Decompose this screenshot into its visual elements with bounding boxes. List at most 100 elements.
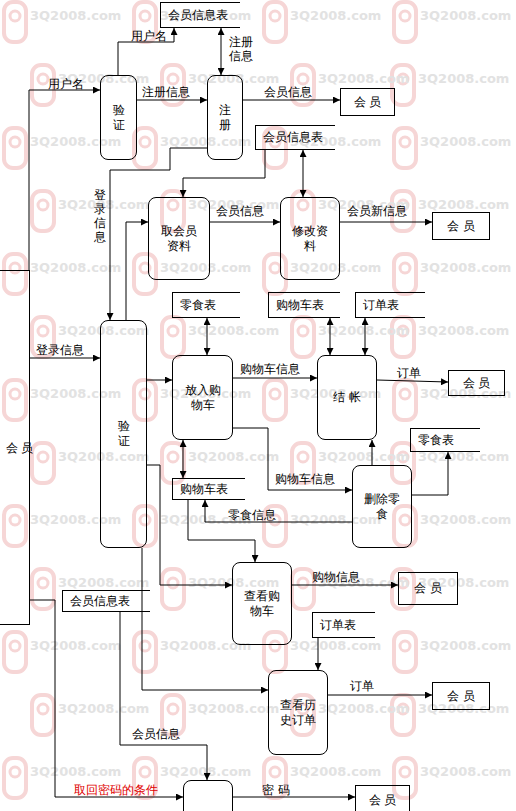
node-text: 验证 bbox=[117, 419, 131, 449]
process-box: 验证 bbox=[100, 320, 147, 548]
data-store: 会员信息表 bbox=[255, 125, 335, 150]
process-box: 放入购物车 bbox=[172, 355, 233, 440]
watermark-logo bbox=[394, 128, 416, 168]
flow-label: 会员信息 bbox=[216, 204, 264, 218]
watermark-logo bbox=[4, 128, 26, 168]
watermark: 3Q2008.com bbox=[418, 71, 509, 86]
node-text: 会员信息表 bbox=[70, 594, 130, 609]
watermark: 3Q2008.com bbox=[420, 764, 511, 779]
watermark-logo bbox=[32, 695, 54, 735]
watermark: 3Q2008.com bbox=[418, 197, 509, 212]
node-text: 会 员 bbox=[6, 403, 20, 493]
node-text: 会 员 bbox=[354, 95, 382, 110]
data-flow bbox=[183, 150, 265, 197]
external-entity: 会 员 bbox=[340, 88, 395, 116]
node-text: 结 帐 bbox=[333, 390, 361, 405]
watermark-logo bbox=[292, 569, 314, 609]
external-entity: 会 员 bbox=[0, 270, 30, 625]
watermark: 3Q2008.com bbox=[30, 512, 121, 527]
watermark-logo bbox=[4, 380, 26, 420]
data-flow bbox=[233, 797, 355, 798]
node-text: 验证 bbox=[112, 103, 126, 133]
watermark: 3Q2008.com bbox=[160, 260, 251, 275]
node-text: 删除零食 bbox=[363, 492, 402, 522]
flow-label: 登录信息 bbox=[94, 188, 108, 244]
watermark: 3Q2008.com bbox=[318, 323, 409, 338]
data-flow bbox=[233, 378, 317, 379]
watermark: 3Q2008.com bbox=[290, 8, 381, 23]
watermark-logo bbox=[4, 2, 26, 42]
node-text: 会员信息表 bbox=[263, 130, 323, 145]
watermark-logo bbox=[134, 632, 156, 672]
watermark-logo bbox=[134, 254, 156, 294]
data-flow bbox=[303, 150, 304, 197]
node-text: 会 员 bbox=[369, 793, 397, 808]
watermark-logo bbox=[162, 317, 184, 357]
process-box: 验证 bbox=[100, 75, 137, 160]
watermark-logo bbox=[4, 758, 26, 798]
watermark: 3Q2008.com bbox=[318, 701, 409, 716]
watermark-logo bbox=[394, 632, 416, 672]
node-text: 查看购物车 bbox=[243, 589, 282, 619]
flow-label: 注册信息 bbox=[229, 35, 255, 63]
watermark-logo bbox=[134, 380, 156, 420]
data-flow bbox=[330, 318, 331, 355]
watermark: 3Q2008.com bbox=[188, 323, 279, 338]
data-flow bbox=[118, 28, 174, 75]
flow-label: 注册信息 bbox=[142, 85, 190, 99]
node-text: 会 员 bbox=[447, 689, 475, 704]
watermark: 3Q2008.com bbox=[30, 8, 121, 23]
watermark-logo bbox=[394, 2, 416, 42]
watermark-logo bbox=[292, 317, 314, 357]
flow-label: 登录信息 bbox=[36, 343, 84, 357]
data-store: 会员信息表 bbox=[160, 2, 240, 28]
watermark: 3Q2008.com bbox=[58, 575, 149, 590]
watermark: 3Q2008.com bbox=[188, 449, 279, 464]
watermark: 3Q2008.com bbox=[290, 638, 381, 653]
watermark-logo bbox=[264, 380, 286, 420]
watermark-logo bbox=[4, 506, 26, 546]
data-flow bbox=[210, 222, 280, 223]
data-flow bbox=[328, 695, 432, 696]
node-text: 会员信息表 bbox=[168, 8, 228, 23]
watermark: 3Q2008.com bbox=[420, 134, 511, 149]
flow-label: 零食信息 bbox=[228, 508, 276, 522]
process-box bbox=[183, 780, 233, 811]
data-flow bbox=[207, 318, 208, 355]
process-box: 结 帐 bbox=[317, 355, 377, 440]
flow-label: 订单 bbox=[397, 366, 421, 380]
node-text: 注册 bbox=[218, 103, 232, 133]
data-flow bbox=[110, 148, 207, 320]
watermark-logo bbox=[32, 191, 54, 231]
watermark: 3Q2008.com bbox=[160, 134, 251, 149]
data-store: 零食表 bbox=[410, 428, 480, 452]
watermark: 3Q2008.com bbox=[30, 638, 121, 653]
data-flow bbox=[142, 548, 268, 690]
watermark: 3Q2008.com bbox=[58, 701, 149, 716]
node-text: 会 员 bbox=[414, 581, 442, 596]
data-flow bbox=[292, 585, 398, 586]
process-box: 查看历史订单 bbox=[268, 670, 328, 755]
watermark: 3Q2008.com bbox=[418, 323, 509, 338]
data-flow bbox=[205, 500, 352, 522]
flow-label: 会员信息 bbox=[264, 85, 312, 99]
watermark-logo bbox=[394, 380, 416, 420]
watermark: 3Q2008.com bbox=[188, 575, 279, 590]
data-store: 零食表 bbox=[172, 292, 240, 318]
external-entity: 会 员 bbox=[448, 370, 505, 396]
node-text: 购物车表 bbox=[180, 482, 228, 497]
external-entity: 会 员 bbox=[432, 212, 490, 240]
watermark: 3Q2008.com bbox=[188, 701, 279, 716]
flow-label: 用户名 bbox=[48, 77, 84, 91]
data-flow bbox=[221, 28, 222, 75]
node-text: 订单表 bbox=[363, 298, 399, 313]
flow-label: 会员新信息 bbox=[347, 204, 407, 218]
watermark: 3Q2008.com bbox=[58, 323, 149, 338]
node-text: 放入购物车 bbox=[183, 383, 222, 413]
data-flow bbox=[372, 440, 373, 465]
data-store: 会员信息表 bbox=[62, 590, 150, 612]
watermark: 3Q2008.com bbox=[30, 260, 121, 275]
node-text: 查看历史订单 bbox=[279, 698, 318, 728]
